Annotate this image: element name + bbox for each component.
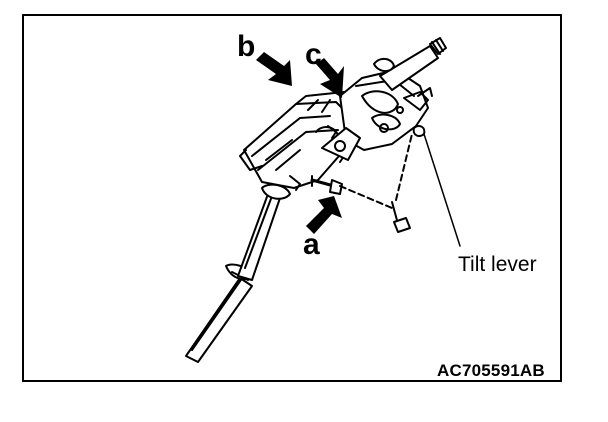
callout-b-label: b [237, 30, 256, 63]
tilt-lever-leader [412, 125, 461, 247]
tilt-lever-bolt [339, 133, 413, 233]
arrow-a-icon [306, 196, 342, 234]
callout-c-label: c [305, 38, 322, 71]
arrow-b-icon [256, 52, 292, 86]
bolt-a [310, 175, 343, 195]
upper-housing [339, 69, 433, 151]
tilt-mechanism [315, 125, 361, 163]
callout-a-label: a [303, 228, 320, 261]
top-spline-shaft [373, 37, 447, 91]
tilt-lever-label: Tilt lever [458, 253, 537, 276]
figure-code: AC705591AB [437, 361, 545, 380]
arrow-c-icon [316, 58, 344, 98]
figure-frame [22, 14, 562, 382]
upper-shaft [237, 183, 291, 281]
lower-shaft [185, 263, 253, 363]
